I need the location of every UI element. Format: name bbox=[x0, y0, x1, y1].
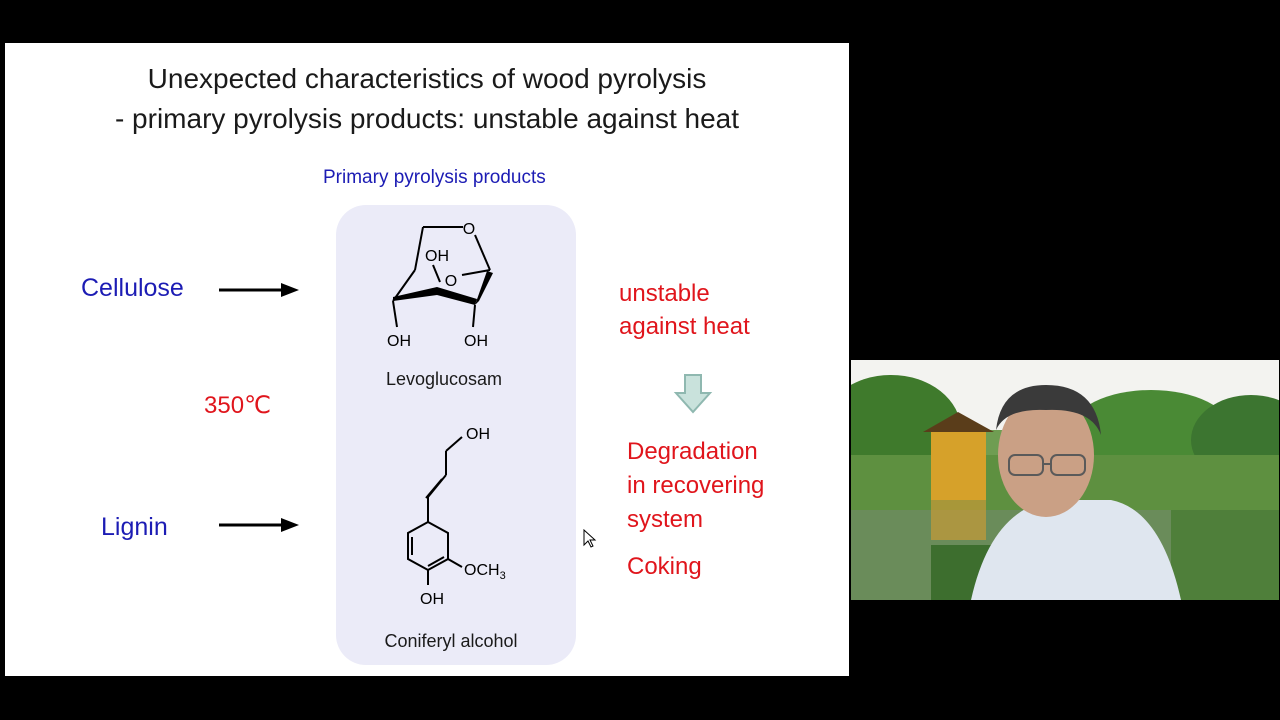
right-arrow-icon bbox=[219, 283, 299, 297]
slide-title-line2: - primary pyrolysis products: unstable a… bbox=[114, 103, 740, 134]
slide-title-line1: Unexpected characteristics of wood pyrol… bbox=[147, 63, 707, 94]
atom-oh-top: OH bbox=[425, 248, 449, 265]
right-arrow-icon bbox=[219, 518, 299, 532]
levoglucosan-name: Levoglucosam bbox=[385, 369, 503, 389]
atom-och3: OCH3 bbox=[464, 562, 506, 582]
presenter-video-image bbox=[851, 360, 1279, 600]
webcam-video-feed bbox=[851, 360, 1279, 600]
atom-oh-chain: OH bbox=[466, 427, 490, 443]
presentation-slide: Unexpected characteristics of wood pyrol… bbox=[5, 43, 849, 676]
products-panel bbox=[336, 205, 576, 665]
atom-o-ring: O bbox=[463, 221, 475, 238]
down-arrow-icon bbox=[673, 374, 713, 414]
atom-oh-ring: OH bbox=[420, 591, 444, 608]
outcome-line3: system bbox=[627, 506, 704, 533]
mouse-pointer-icon bbox=[583, 529, 597, 548]
atom-oh-left: OH bbox=[387, 333, 411, 350]
outcome-line1: Degradation bbox=[627, 438, 758, 465]
panel-heading: Primary pyrolysis products bbox=[323, 167, 546, 188]
outcome-coking: Coking bbox=[627, 553, 702, 580]
feedstock-cellulose: Cellulose bbox=[81, 274, 184, 302]
coniferyl-alcohol-name: Coniferyl alcohol bbox=[384, 631, 518, 651]
note-unstable-line2: against heat bbox=[619, 313, 750, 340]
coniferyl-alcohol-structure: OH OCH3 OH bbox=[407, 427, 506, 608]
atom-oh-right: OH bbox=[464, 333, 488, 350]
atom-o-bridge: O bbox=[445, 273, 457, 290]
outcome-line2: in recovering bbox=[627, 472, 765, 499]
levoglucosan-structure: O OH O OH OH bbox=[387, 221, 493, 350]
note-unstable-line1: unstable bbox=[619, 280, 710, 307]
feedstock-lignin: Lignin bbox=[101, 513, 168, 541]
temperature-label: 350℃ bbox=[204, 392, 271, 419]
